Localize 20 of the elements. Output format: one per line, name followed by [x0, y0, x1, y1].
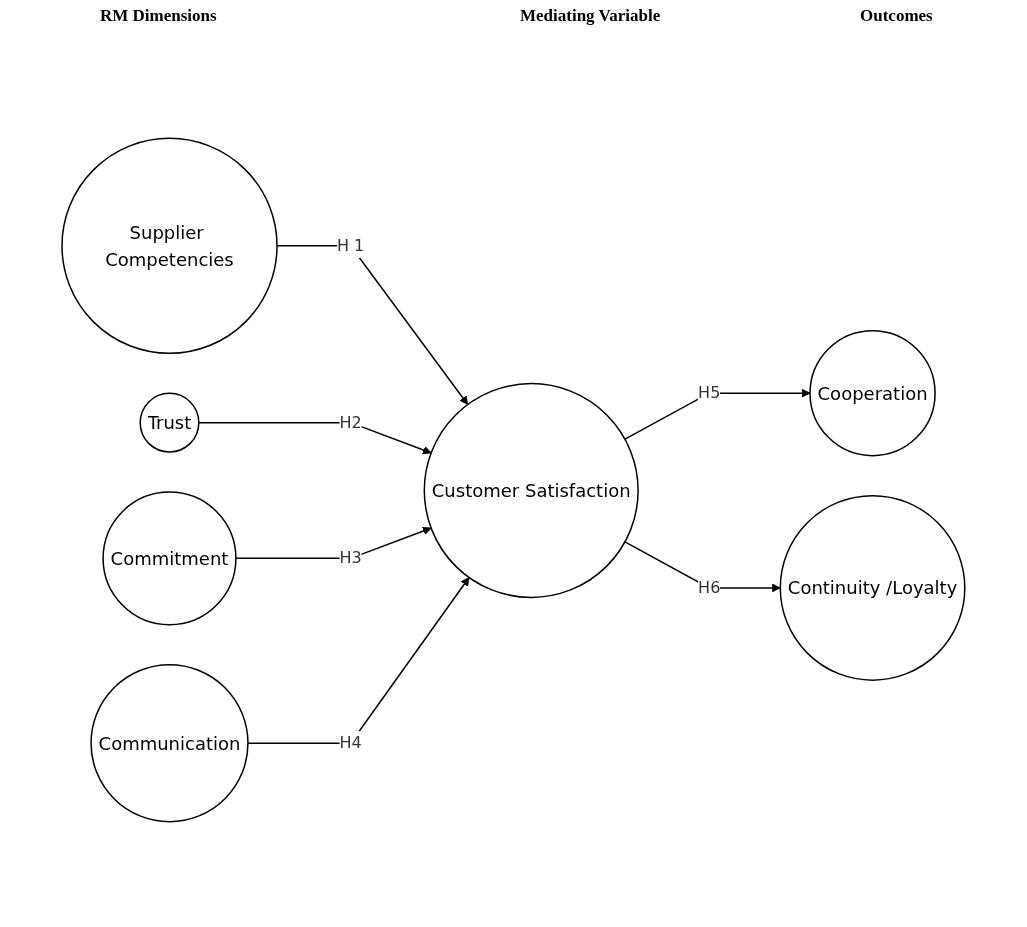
column-heading: Outcomes: [860, 6, 933, 26]
edge-label: H 1: [337, 235, 365, 255]
node-circle: Supplier Competencies: [61, 137, 278, 355]
node-circle: Cooperation: [809, 329, 936, 457]
column-heading: RM Dimensions: [100, 6, 217, 26]
node-circle: Continuity /Loyalty: [779, 494, 966, 681]
arrow: [235, 526, 432, 560]
arrow: [198, 421, 432, 455]
node-circle: Customer Satisfaction: [423, 382, 639, 599]
node-circle: Trust: [139, 392, 200, 453]
node-circle: Commitment: [102, 491, 237, 626]
edge-label: H3: [339, 548, 362, 568]
edge-label: H2: [339, 412, 362, 432]
arrow: [624, 388, 811, 440]
edge-label: H4: [339, 733, 362, 753]
column-heading: Mediating Variable: [520, 6, 661, 26]
edge-label: H5: [698, 383, 721, 403]
arrow: [624, 541, 781, 593]
node-circle: Communication: [90, 664, 249, 823]
edge-label: H6: [698, 577, 721, 597]
